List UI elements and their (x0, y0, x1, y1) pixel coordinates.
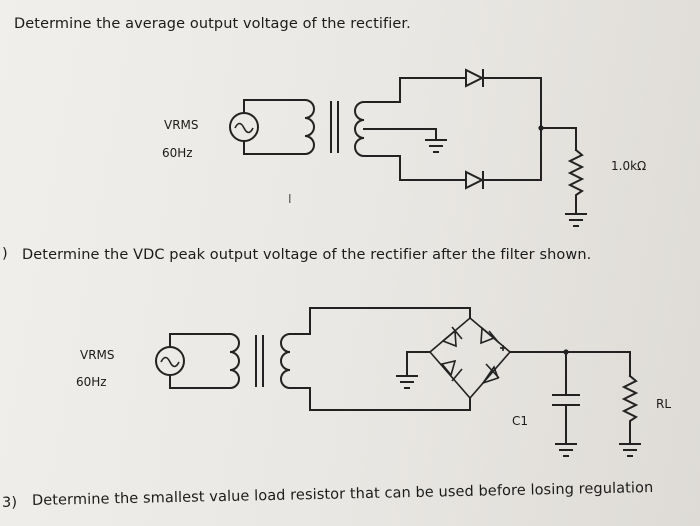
bridge-diode-1-icon (441, 326, 463, 348)
circuit1-resistor-icon (567, 148, 585, 215)
circuit1-resistor-label: 1.0kΩ (611, 159, 647, 173)
circuit2-source-voltage-label: VRMS (80, 348, 115, 362)
bridge-diode-4-icon (480, 363, 500, 385)
circuit2-resistor-label: RL (656, 397, 672, 411)
circuit1-source-voltage-label: VRMS (164, 118, 199, 132)
circuit1-schematic (229, 68, 587, 227)
circuit1-transformer-primary-icon (303, 98, 315, 156)
circuit1-load-ground-icon (565, 213, 587, 227)
circuit1-center-tap-ground-icon (425, 139, 447, 153)
circuit2-source-frequency-label: 60Hz (76, 375, 107, 389)
text-cursor-mark: I (288, 192, 292, 206)
circuit2-transformer-secondary-icon (280, 332, 292, 390)
question-3-marker: 3) (2, 495, 18, 511)
circuit2-capacitor-icon (552, 394, 580, 406)
circuit2-capacitor-ground-icon (555, 443, 577, 457)
circuit2-ac-source-icon (155, 346, 185, 376)
bridge-diode-2-icon (480, 326, 500, 345)
circuit2-resistor-icon (621, 374, 639, 445)
circuit2-capacitor-label: C1 (512, 414, 529, 428)
circuit2-schematic (155, 307, 641, 457)
question-2: Determine the VDC peak output voltage of… (22, 247, 592, 263)
circuit2-bridge-ground-icon (396, 375, 418, 389)
circuit1-diode-top-icon (465, 68, 485, 88)
question-2-marker: ) (2, 246, 8, 262)
circuit1-transformer-core-icon (330, 101, 339, 153)
bridge-diode-3-icon (440, 359, 463, 382)
circuit2-bridge-rectifier (428, 316, 512, 400)
circuit1-transformer-secondary-icon (354, 100, 366, 158)
circuit2-transformer-primary-icon (228, 332, 240, 390)
question-1: Determine the average output voltage of … (14, 16, 411, 32)
circuit2-load-ground-icon (619, 443, 641, 457)
circuit2-transformer-core-icon (255, 335, 264, 387)
circuit1-diode-bottom-icon (465, 170, 485, 190)
circuit1-source-frequency-label: 60Hz (162, 146, 193, 160)
circuit1-ac-source-icon (229, 112, 259, 142)
